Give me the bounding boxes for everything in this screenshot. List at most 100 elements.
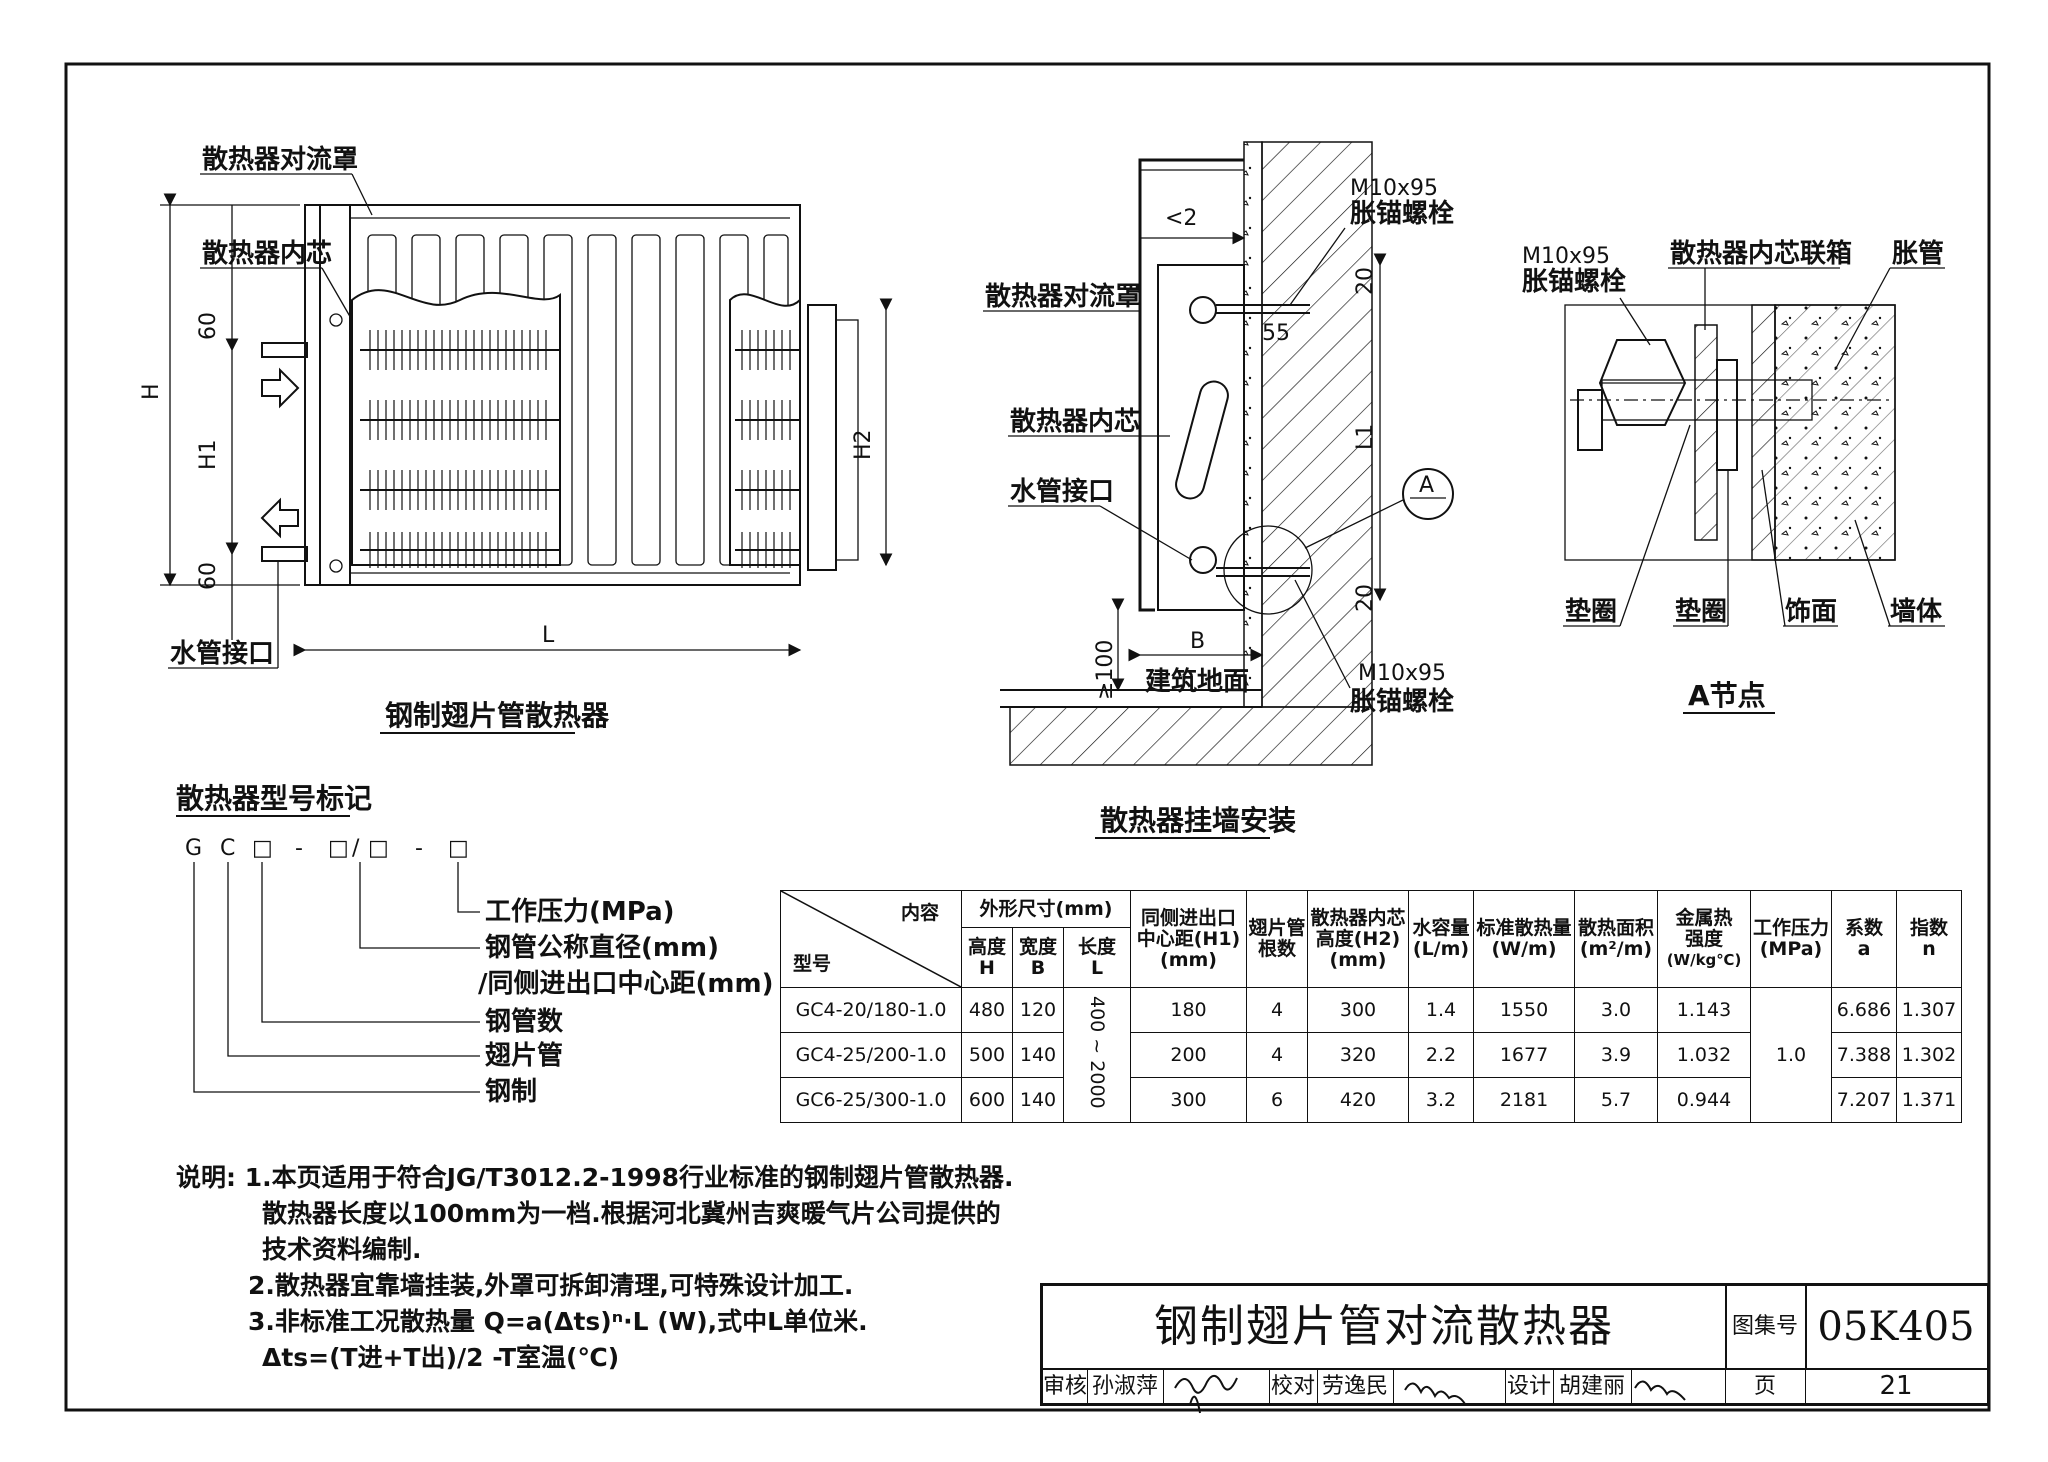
code-line6: 钢制 [485, 1077, 537, 1107]
th-width-2: B [1030, 956, 1046, 979]
corner-bottom: 型号 [793, 953, 832, 975]
th-length-1: 长度 [1077, 935, 1116, 958]
cell-water: 3.2 [1408, 1077, 1474, 1123]
dim-b: B [1190, 629, 1205, 654]
th-metal-1: 金属热 [1675, 906, 1733, 929]
dim-h: H [139, 383, 164, 400]
cell-n: 1.371 [1896, 1077, 1962, 1123]
wm-label-pipe: 水管接口 [1010, 477, 1114, 507]
cell-n: 1.302 [1896, 1032, 1962, 1078]
cell-fins: 6 [1246, 1077, 1308, 1123]
title-block: 钢制翅片管对流散热器 图集号 05K405 审核 孙淑萍 校对 劳逸民 设计 胡… [1040, 1283, 1990, 1406]
spec-table: 内容 型号 外形尺寸(mm) 同侧进出口 中心距(H1) (mm) 翅片管 根数… [780, 890, 1962, 1123]
th-press-2: (MPa) [1759, 938, 1823, 960]
cell-area: 5.7 [1574, 1077, 1658, 1123]
sheet-border [64, 62, 1991, 1412]
radiator-elevation: H H1 60 60 H2 L 散热器对流罩 散热器内芯 水管接口 钢制翅片管散… [139, 145, 893, 734]
th-heat-2: (W/m) [1491, 938, 1557, 960]
th-fin-1: 翅片管 [1248, 917, 1306, 939]
th-exp-2: n [1922, 938, 1936, 960]
th-center-1: 同侧进出口 [1140, 906, 1236, 929]
label-pipe: 水管接口 [170, 639, 274, 669]
code-box2: □ [328, 836, 349, 861]
label-core: 散热器内芯 [202, 239, 332, 269]
code-g: G [185, 836, 202, 861]
notes: 说明: 1.本页适用于符合JG/T3012.2-1998行业标准的钢制翅片管散热… [176, 1160, 1014, 1376]
code-line2: 钢管公称直径(mm) [485, 933, 719, 963]
th-area: 散热面积 (m²/m) [1574, 890, 1658, 988]
dim-20-top: 20 [1353, 267, 1378, 295]
th-exp-1: 指数 [1909, 917, 1948, 939]
set-number: 05K405 [1805, 1286, 1987, 1370]
cell-metal: 1.143 [1657, 987, 1751, 1033]
design-signature-cell [1631, 1368, 1726, 1405]
code-slash: / [352, 836, 360, 861]
label-floor: 建筑地面 [1145, 666, 1249, 697]
th-exp: 指数 n [1896, 890, 1962, 988]
th-press-1: 工作压力 [1752, 917, 1829, 939]
cell-heat: 1677 [1473, 1032, 1575, 1078]
cell-h1: 200 [1130, 1032, 1247, 1078]
cell-water: 2.2 [1408, 1032, 1474, 1078]
dim-60-bottom: 60 [196, 562, 221, 590]
cell-area: 3.0 [1574, 987, 1658, 1033]
th-center-3: (mm) [1160, 948, 1217, 971]
th-core: 散热器内芯 高度(H2) (mm) [1307, 890, 1409, 988]
table-corner: 内容 型号 [780, 890, 962, 988]
note-3: 3.非标准工况散热量 Q=a(Δts)ⁿ·L (W),式中L单位米. [248, 1307, 868, 1336]
th-core-2: 高度(H2) [1315, 927, 1401, 950]
model-code-diagram: 散热器型号标记 G C □ - □ / □ - □ 工作压力(MPa) 钢管公称… [176, 782, 773, 1107]
corner-top: 内容 [900, 902, 939, 924]
code-line4: 钢管数 [485, 1007, 564, 1037]
node-bolt-sub: 胀锚螺栓 [1522, 267, 1626, 297]
cell-h2: 320 [1307, 1032, 1409, 1078]
review-label: 审核 [1043, 1368, 1088, 1405]
signature-check [1404, 1382, 1466, 1405]
th-coef: 系数 a [1831, 890, 1897, 988]
dim-lt2: <2 [1165, 206, 1197, 231]
th-metal-2: 强度 [1684, 927, 1723, 950]
cell-h1: 180 [1130, 987, 1247, 1033]
cell-model: GC4-20/180-1.0 [780, 987, 962, 1033]
th-water-2: (L/m) [1412, 938, 1470, 960]
th-outer: 外形尺寸(mm) [961, 890, 1131, 928]
code-line3: /同侧进出口中心距(mm) [478, 969, 773, 999]
th-center: 同侧进出口 中心距(H1) (mm) [1130, 890, 1247, 988]
th-area-1: 散热面积 [1577, 917, 1654, 939]
note-1b: 散热器长度以100mm为一档.根据河北冀州吉爽暖气片公司提供的 [262, 1199, 1001, 1228]
caption-radiator: 钢制翅片管散热器 [385, 699, 610, 732]
code-box1: □ [252, 836, 273, 861]
node-washer1: 垫圈 [1565, 597, 1617, 627]
bolt-bottom: M10x95 [1358, 661, 1446, 686]
callout-a-label: A [1419, 473, 1434, 498]
cell-n: 1.307 [1896, 987, 1962, 1033]
th-width: 宽度 B [1012, 927, 1064, 988]
dim-20-bottom: 20 [1353, 584, 1378, 612]
reviewer-name: 孙淑萍 [1087, 1368, 1164, 1405]
label-shroud: 散热器对流罩 [202, 145, 358, 175]
cell-metal: 0.944 [1657, 1077, 1751, 1123]
th-length: 长度 L [1063, 927, 1131, 988]
th-height: 高度 H [961, 927, 1013, 988]
th-coef-1: 系数 [1844, 917, 1883, 939]
dim-100: ≥100 [1093, 640, 1118, 700]
check-label: 校对 [1269, 1368, 1318, 1405]
cell-a: 7.207 [1831, 1077, 1897, 1123]
bolt-top-sub: 胀锚螺栓 [1350, 199, 1454, 229]
th-heat-1: 标准散热量 [1476, 917, 1572, 939]
th-height-2: H [979, 956, 995, 979]
dim-l: L [542, 623, 555, 648]
set-label: 图集号 [1725, 1286, 1807, 1370]
th-fin: 翅片管 根数 [1246, 890, 1308, 988]
note-1a: 1.本页适用于符合JG/T3012.2-1998行业标准的钢制翅片管散热器. [244, 1163, 1014, 1192]
checker-name: 劳逸民 [1317, 1368, 1394, 1405]
cell-a: 7.388 [1831, 1032, 1897, 1078]
code-dash2: - [415, 836, 423, 861]
th-center-2: 中心距(H1) [1136, 927, 1241, 950]
code-dash1: - [295, 836, 303, 861]
code-box3: □ [368, 836, 389, 861]
cell-h1: 300 [1130, 1077, 1247, 1123]
designer-name: 胡建丽 [1553, 1368, 1632, 1405]
cell-model: GC6-25/300-1.0 [780, 1077, 962, 1123]
